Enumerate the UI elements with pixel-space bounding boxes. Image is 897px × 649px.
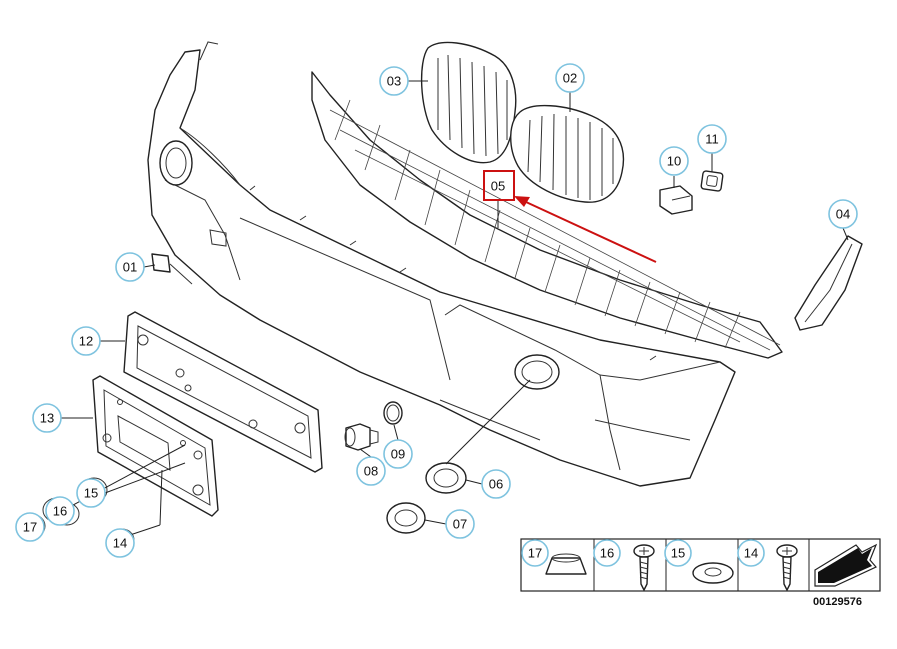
callout-04-label: 04	[836, 207, 850, 222]
callout-17-label: 17	[23, 520, 37, 535]
callout-16-label: 16	[53, 504, 67, 519]
callout-15-label: 15	[84, 486, 98, 501]
callout-01-label: 01	[123, 260, 137, 275]
callout-15[interactable]: 15	[76, 478, 106, 508]
callout-03[interactable]: 03	[379, 66, 409, 96]
callout-12-label: 12	[79, 334, 93, 349]
callout-10[interactable]: 10	[659, 146, 689, 176]
callout-13[interactable]: 13	[32, 403, 62, 433]
callout-14-label: 14	[113, 536, 127, 551]
direction-arrow-icon	[814, 543, 878, 587]
callout-01[interactable]: 01	[115, 252, 145, 282]
callout-11[interactable]: 11	[697, 124, 727, 154]
license-plate-holder	[92, 375, 219, 517]
license-plate-base	[123, 311, 323, 473]
sensor-08	[344, 423, 379, 451]
callout-03-label: 03	[387, 74, 401, 89]
legend-item-14[interactable]: 14	[737, 539, 798, 591]
highlight-arrow	[525, 201, 657, 263]
ring-06	[425, 462, 467, 494]
callout-09[interactable]: 09	[383, 439, 413, 469]
grommet-icon	[545, 557, 587, 575]
callout-02[interactable]: 02	[555, 63, 585, 93]
lower-grille-mesh	[311, 71, 783, 359]
tow-hook-cover	[151, 253, 193, 285]
bumper-cover	[147, 41, 736, 487]
diagram-part-number: 00129576	[813, 596, 862, 608]
legend-16-label: 16	[600, 546, 614, 561]
callout-11-label: 11	[705, 132, 719, 147]
callout-08-label: 08	[364, 464, 378, 479]
legend-17-label: 17	[528, 546, 542, 561]
ring-07	[386, 502, 426, 534]
callout-07[interactable]: 07	[445, 509, 475, 539]
highlight-box	[483, 170, 515, 201]
callout-07-label: 07	[453, 517, 467, 532]
callout-05-label: 05	[491, 179, 505, 194]
washer-icon	[692, 562, 734, 584]
legend-item-16[interactable]: 16	[593, 539, 655, 591]
leader-lines	[46, 80, 849, 536]
callout-17[interactable]: 17	[15, 512, 45, 542]
callout-14[interactable]: 14	[105, 528, 135, 558]
legend-15-label: 15	[671, 546, 685, 561]
seal-ring-09	[383, 401, 403, 425]
legend-item-15[interactable]: 15	[664, 539, 734, 584]
legend-item-17[interactable]: 17	[521, 539, 587, 575]
bracket-10	[659, 185, 693, 215]
highlight-annotation	[483, 170, 657, 263]
callout-06[interactable]: 06	[481, 469, 511, 499]
callout-08[interactable]: 08	[356, 456, 386, 486]
callout-09-label: 09	[391, 447, 405, 462]
kidney-grille-left	[420, 41, 517, 164]
fastener-legend: 17 16 15 14	[520, 538, 881, 592]
callout-13-label: 13	[40, 411, 54, 426]
clip-11	[700, 170, 724, 192]
legend-14-label: 14	[744, 546, 758, 561]
callout-12[interactable]: 12	[71, 326, 101, 356]
side-trim-strip	[794, 235, 863, 331]
highlight-arrowhead	[514, 196, 530, 207]
callout-05[interactable]: 05	[491, 179, 505, 194]
kidney-grille-right	[510, 104, 625, 203]
callout-04[interactable]: 04	[828, 199, 858, 229]
callout-16[interactable]: 16	[45, 496, 75, 526]
callout-10-label: 10	[667, 154, 681, 169]
callout-06-label: 06	[489, 477, 503, 492]
callout-02-label: 02	[563, 71, 577, 86]
